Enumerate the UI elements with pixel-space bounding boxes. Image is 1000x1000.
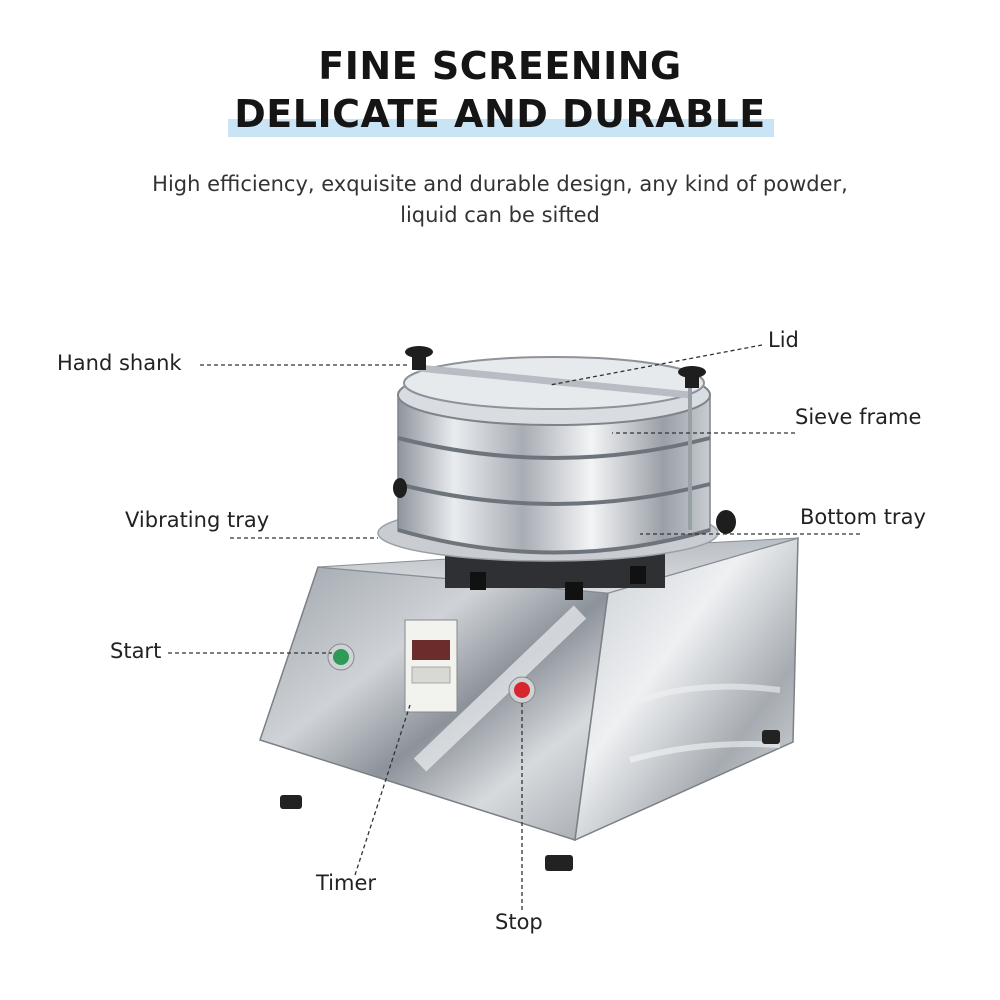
stop-button	[508, 676, 536, 704]
headline-line-2: DELICATE AND DURABLE	[234, 92, 766, 136]
callout-vibrating-tray: Vibrating tray	[125, 508, 270, 532]
callout-sieve-frame: Sieve frame	[795, 405, 922, 429]
start-button	[327, 643, 355, 671]
callout-leader-lines	[168, 344, 860, 910]
callout-lid: Lid	[768, 328, 799, 352]
callout-timer: Timer	[316, 871, 377, 895]
hand-shank-knob	[405, 346, 433, 358]
callout-start: Start	[110, 639, 162, 663]
timer-panel	[404, 619, 458, 713]
sieve-stack	[393, 346, 736, 555]
callout-stop: Stop	[495, 910, 543, 934]
subtitle-line-1: High efficiency, exquisite and durable d…	[152, 172, 848, 196]
subtitle-line-2: liquid can be sifted	[400, 203, 600, 227]
title-underline-highlight	[228, 119, 774, 137]
callout-bottom-tray: Bottom tray	[800, 505, 926, 529]
callout-hand-shank: Hand shank	[57, 351, 182, 375]
headline-line-1: FINE SCREENING	[318, 44, 682, 88]
